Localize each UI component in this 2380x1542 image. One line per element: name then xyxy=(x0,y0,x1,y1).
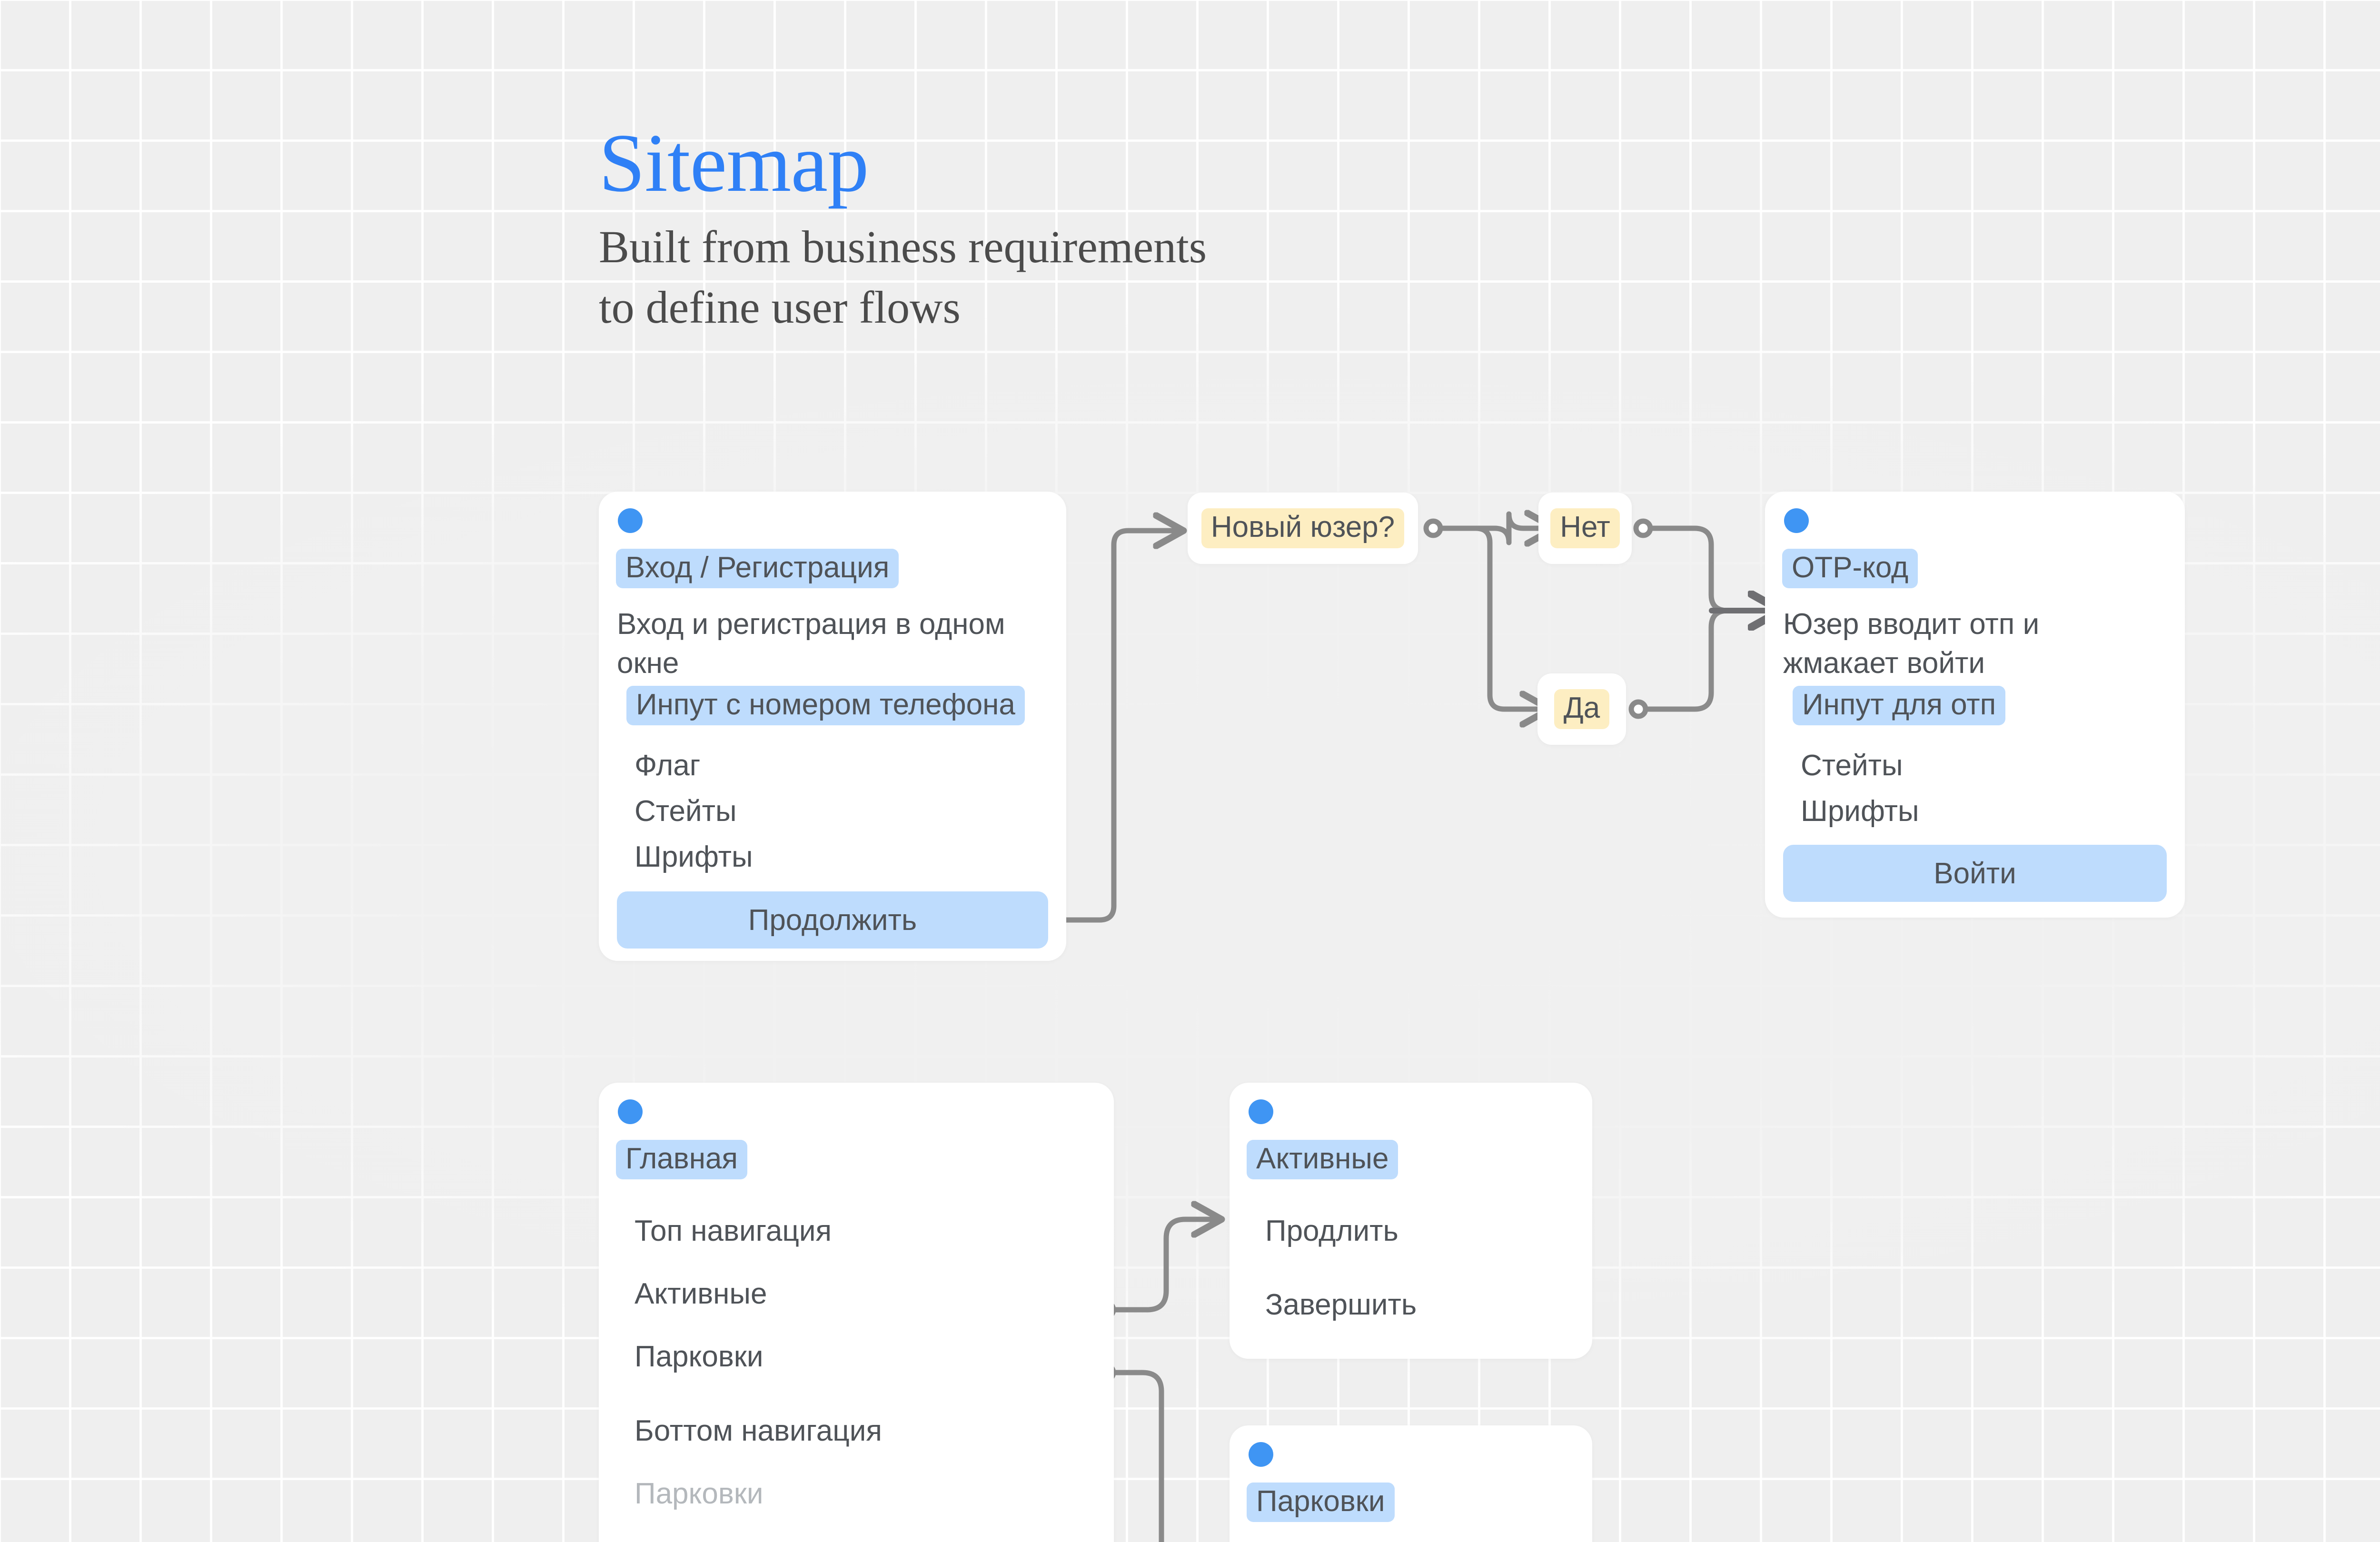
status-dot-icon xyxy=(1784,508,1809,533)
card-active-row-0[interactable]: Продлить xyxy=(1265,1215,1398,1247)
card-otp-subchip: Инпут для отп xyxy=(1793,686,2006,726)
wire-login-to-newuser xyxy=(1047,531,1180,923)
decision-node-no[interactable]: Нет xyxy=(1538,493,1632,564)
decision-label-new-user: Новый юзер? xyxy=(1201,508,1405,548)
card-otp-login-button[interactable]: Войти xyxy=(1783,845,2167,902)
page-header: Sitemap Built from business requirements… xyxy=(599,121,1207,337)
status-dot-icon xyxy=(1249,1099,1273,1124)
decision-label-no: Нет xyxy=(1550,508,1620,548)
card-login-continue-button[interactable]: Продолжить xyxy=(617,891,1048,949)
card-login-row-2: Шрифты xyxy=(635,840,753,873)
card-otp-chip: OTP-код xyxy=(1782,549,1918,589)
card-login[interactable]: Вход / Регистрация Вход и регистрация в … xyxy=(599,492,1066,961)
card-otp-row-1: Шрифты xyxy=(1801,795,1919,828)
status-dot-icon xyxy=(618,508,643,533)
wire-newuser-to-no xyxy=(1428,514,1552,543)
card-login-row-1: Стейты xyxy=(635,795,737,828)
port-no xyxy=(1633,518,1653,538)
wire-home-parking xyxy=(1106,1370,1164,1542)
status-dot-icon xyxy=(1249,1442,1273,1467)
decision-node-yes[interactable]: Да xyxy=(1537,673,1626,745)
card-active-chip: Активные xyxy=(1247,1140,1398,1180)
wire-yes-to-otp xyxy=(1638,608,1759,712)
card-login-subchip: Инпут с номером телефона xyxy=(626,686,1025,726)
card-home-row-2[interactable]: Парковки xyxy=(635,1340,764,1373)
card-parking[interactable]: Парковки xyxy=(1230,1425,1592,1542)
card-home-chip: Главная xyxy=(616,1140,747,1180)
wire-no-to-otp xyxy=(1643,525,1759,613)
page-title: Sitemap xyxy=(599,117,869,209)
card-home[interactable]: Главная Топ навигация Активные Парковки … xyxy=(599,1083,1114,1542)
decision-node-new-user[interactable]: Новый юзер? xyxy=(1188,493,1418,564)
decision-label-yes: Да xyxy=(1554,689,1610,729)
card-otp-description: Юзер вводит отп и жмакает войти xyxy=(1783,608,2040,680)
card-login-row-0: Флаг xyxy=(635,749,701,782)
wire-newuser-to-yes xyxy=(1428,525,1547,709)
card-home-row-0[interactable]: Топ навигация xyxy=(635,1215,832,1247)
status-dot-icon xyxy=(618,1099,643,1124)
card-home-row-1[interactable]: Активные xyxy=(635,1277,767,1310)
card-home-row-4[interactable]: Парковки xyxy=(635,1477,764,1510)
card-parking-chip: Парковки xyxy=(1247,1483,1395,1522)
card-login-description: Вход и регистрация в одном окне xyxy=(617,608,1005,680)
wire-home-active xyxy=(1106,1219,1219,1313)
card-home-row-3[interactable]: Боттом навигация xyxy=(635,1414,882,1447)
card-active[interactable]: Активные Продлить Завершить xyxy=(1230,1083,1592,1359)
port-newuser xyxy=(1423,518,1443,538)
card-otp[interactable]: OTP-код Юзер вводит отп и жмакает войти … xyxy=(1765,492,2185,918)
page-subtitle: Built from business requirements to defi… xyxy=(599,221,1207,333)
card-otp-row-0: Стейты xyxy=(1801,749,1903,782)
card-login-chip: Вход / Регистрация xyxy=(616,549,899,589)
port-yes xyxy=(1628,699,1648,719)
card-active-row-1[interactable]: Завершить xyxy=(1265,1288,1417,1321)
